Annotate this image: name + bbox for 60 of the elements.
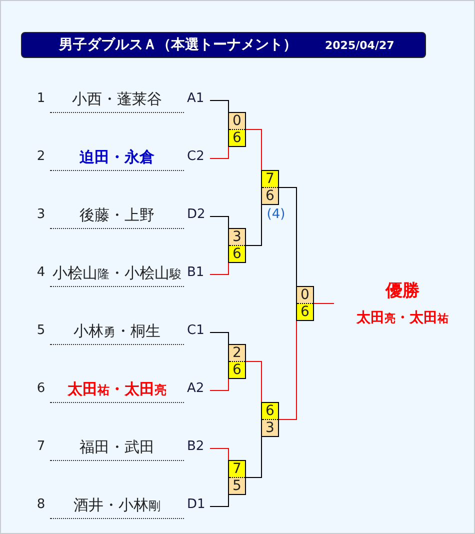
score-box	[228, 344, 246, 379]
bracket-line	[246, 204, 262, 246]
seed-number: 1	[36, 90, 46, 108]
bracket-line	[246, 436, 262, 478]
bracket-line	[246, 361, 262, 402]
team-name: 迫田・永倉	[50, 146, 184, 170]
seed-number: 4	[36, 264, 46, 282]
game-score: 6	[297, 304, 313, 320]
qualifier-code: A2	[187, 380, 204, 398]
title: 男子ダブルスＡ（本選トーナメント）	[59, 36, 297, 55]
game-score: 6	[229, 130, 245, 146]
seed-number: 7	[36, 438, 46, 456]
qualifier-code: C1	[187, 322, 204, 340]
seed-number: 2	[36, 148, 46, 166]
bracket-line	[210, 378, 229, 391]
game-score: 6	[229, 246, 245, 262]
team-name: 小西・蓬莱谷	[50, 88, 184, 112]
game-score: 6	[262, 403, 278, 420]
bracket-line	[210, 448, 229, 460]
score-box	[228, 112, 246, 147]
score-box	[261, 170, 279, 205]
tiebreak-score: (4)	[266, 207, 286, 223]
game-score: 6	[229, 362, 245, 378]
score-box	[228, 460, 246, 495]
game-score: 5	[229, 478, 245, 494]
team-name: 福田・武田	[50, 436, 184, 460]
score-box	[296, 286, 314, 321]
qualifier-code: B1	[187, 264, 204, 282]
bracket-line	[246, 129, 262, 170]
game-score: 0	[229, 113, 245, 130]
bracket-line	[210, 146, 229, 159]
seed-number: 6	[36, 380, 46, 398]
bracket-line	[314, 303, 334, 304]
qualifier-code: B2	[187, 438, 204, 456]
seed-number: 8	[36, 496, 46, 514]
game-score: 3	[262, 420, 278, 436]
game-score: 6	[262, 188, 278, 204]
qualifier-code: D1	[187, 496, 206, 514]
champion-heading: 優勝	[384, 280, 420, 302]
bracket-line	[278, 187, 297, 286]
bracket-line	[210, 332, 229, 344]
qualifier-code: C2	[187, 148, 204, 166]
seed-number: 5	[36, 322, 46, 340]
bracket-line	[210, 262, 229, 275]
qualifier-code: A1	[187, 90, 204, 108]
date-label: 2025/04/27	[325, 38, 394, 54]
bracket-line	[278, 320, 297, 420]
game-score: 0	[297, 287, 313, 304]
bracket-line	[210, 494, 229, 507]
qualifier-code: D2	[187, 206, 206, 224]
team-name: 後藤・上野	[50, 204, 184, 228]
score-box	[261, 402, 279, 437]
game-score: 7	[229, 461, 245, 478]
bracket-line	[210, 100, 229, 112]
game-score: 2	[229, 345, 245, 362]
score-box	[228, 228, 246, 263]
game-score: 3	[229, 229, 245, 246]
game-score: 7	[262, 171, 278, 188]
bracket-line	[210, 216, 229, 228]
seed-number: 3	[36, 206, 46, 224]
